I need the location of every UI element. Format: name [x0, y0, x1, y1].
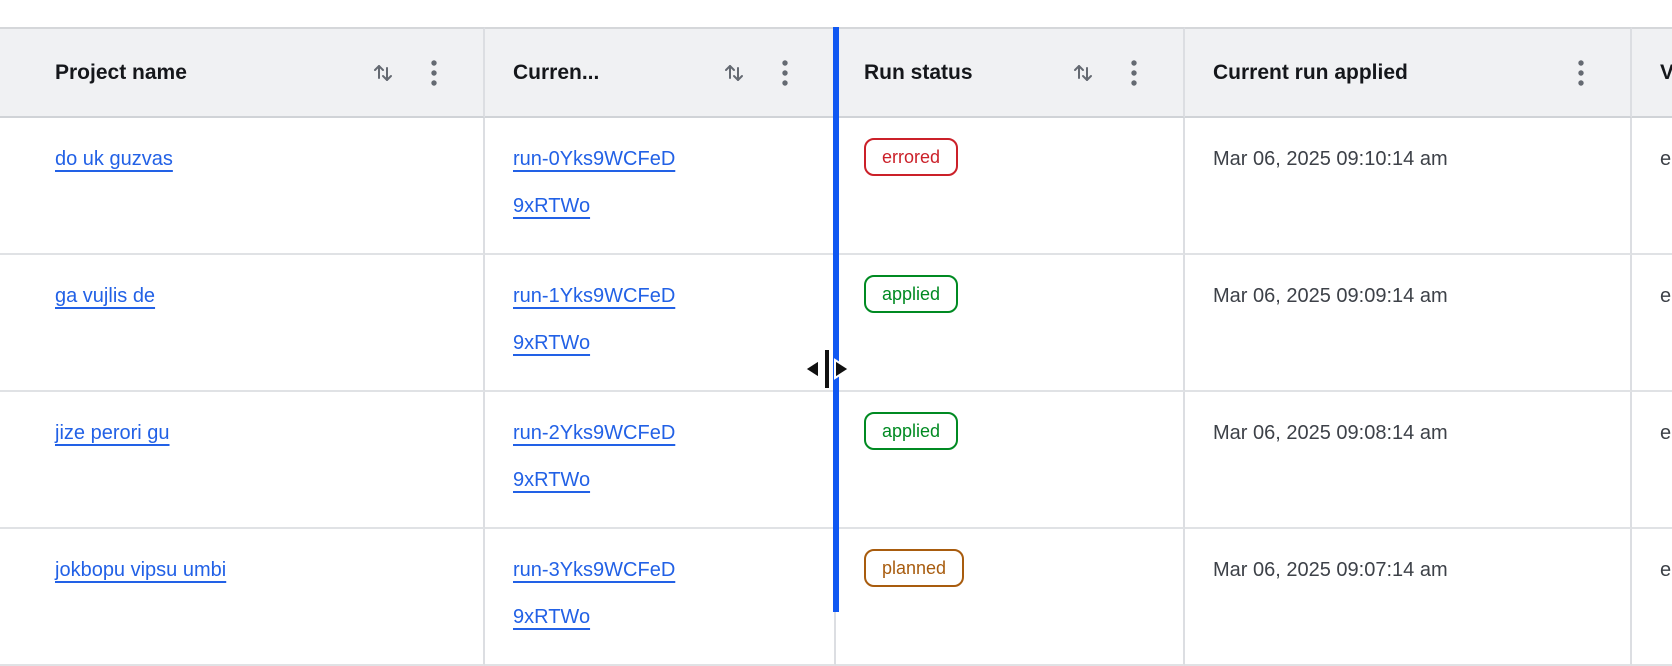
- applied-timestamp: Mar 06, 2025 09:08:14 am: [1185, 392, 1632, 529]
- sort-arrows-icon: [1074, 64, 1092, 81]
- run-status-badge: planned: [864, 549, 965, 587]
- header-icon-group: [722, 58, 790, 88]
- run-status-badge: applied: [864, 412, 959, 450]
- project-link[interactable]: ga vujlis de: [55, 285, 156, 307]
- kebab-menu-icon: [1578, 59, 1584, 86]
- project-link[interactable]: jokbopu vipsu umbi: [55, 559, 227, 581]
- run-status-cell: errored: [836, 118, 1185, 255]
- applied-timestamp: Mar 06, 2025 09:09:14 am: [1185, 255, 1632, 392]
- sort-button[interactable]: [371, 61, 395, 85]
- kebab-menu-icon: [431, 59, 437, 86]
- column-header-project-name[interactable]: Project name: [27, 27, 485, 118]
- header-icon-group: [371, 58, 439, 88]
- project-cell: do uk guzvas: [27, 118, 485, 255]
- column-header-current-run[interactable]: Curren...: [485, 27, 836, 118]
- column-label-current-run: Curren...: [513, 60, 600, 84]
- col-resize-cursor-icon: [804, 348, 850, 390]
- project-cell: ga vujlis de: [27, 255, 485, 392]
- sort-arrows-icon: [725, 64, 743, 81]
- sort-arrows-icon: [374, 64, 392, 81]
- run-status-cell: applied: [836, 392, 1185, 529]
- run-status-cell: applied: [836, 255, 1185, 392]
- project-link[interactable]: jize perori gu: [55, 422, 170, 444]
- header-icon-group: [1071, 58, 1139, 88]
- run-status-badge: errored: [864, 138, 959, 176]
- column-label-run-status: Run status: [864, 60, 973, 84]
- clipped-cell: e: [1632, 118, 1672, 255]
- project-cell: jize perori gu: [27, 392, 485, 529]
- clipped-cell: e: [1632, 255, 1672, 392]
- column-header-run-status[interactable]: Run status: [836, 27, 1185, 118]
- column-menu-button[interactable]: [1129, 58, 1139, 88]
- kebab-menu-icon: [1131, 59, 1137, 86]
- column-resize-indicator[interactable]: [833, 27, 839, 612]
- run-status-badge: applied: [864, 275, 959, 313]
- clipped-cell: e: [1632, 529, 1672, 666]
- column-label-current-run-applied: Current run applied: [1213, 60, 1408, 84]
- sort-button[interactable]: [1071, 61, 1095, 85]
- clipped-cell: e: [1632, 392, 1672, 529]
- column-header-clipped: V: [1632, 27, 1672, 118]
- applied-timestamp: Mar 06, 2025 09:10:14 am: [1185, 118, 1632, 255]
- sort-button[interactable]: [722, 61, 746, 85]
- column-label-project-name: Project name: [55, 60, 187, 84]
- run-status-cell: planned: [836, 529, 1185, 666]
- header-icon-group: [1576, 58, 1586, 88]
- kebab-menu-icon: [782, 59, 788, 86]
- project-link[interactable]: do uk guzvas: [55, 148, 173, 170]
- column-menu-button[interactable]: [429, 58, 439, 88]
- column-label-clipped: V: [1660, 61, 1672, 85]
- column-menu-button[interactable]: [1576, 58, 1586, 88]
- project-cell: jokbopu vipsu umbi: [27, 529, 485, 666]
- column-header-current-run-applied[interactable]: Current run applied: [1185, 27, 1632, 118]
- column-menu-button[interactable]: [780, 58, 790, 88]
- applied-timestamp: Mar 06, 2025 09:07:14 am: [1185, 529, 1632, 666]
